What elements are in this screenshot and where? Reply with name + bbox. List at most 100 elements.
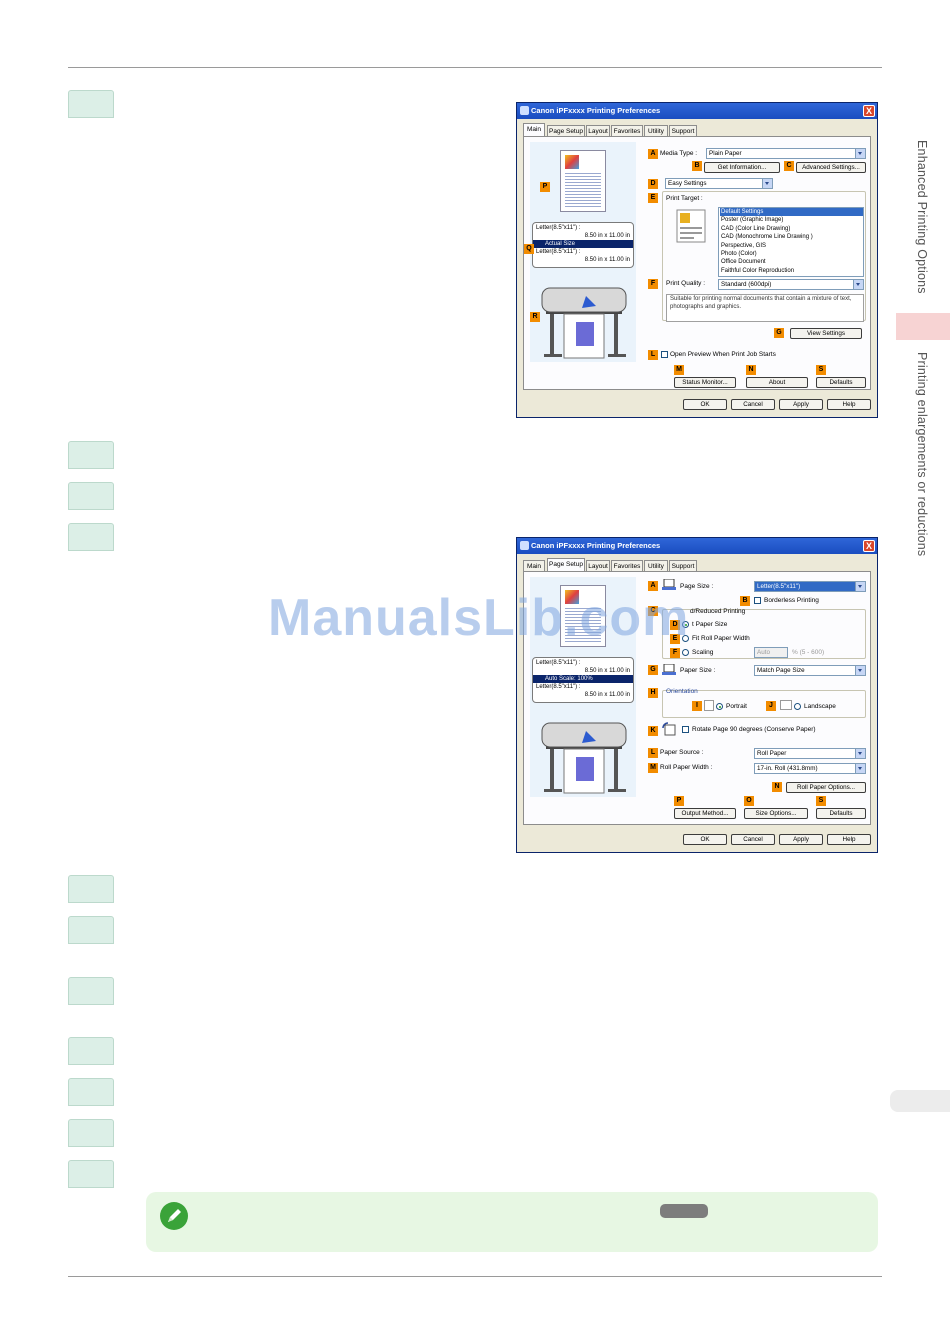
fit-roll-width-radio[interactable]: [682, 635, 689, 642]
reference-link-pill[interactable]: [660, 1204, 708, 1218]
easy-settings-select[interactable]: Easy Settings: [665, 178, 773, 189]
tab-support[interactable]: Support: [669, 560, 697, 571]
badge-f: F: [648, 279, 658, 289]
ok-button[interactable]: OK: [683, 834, 727, 845]
tab-page-setup[interactable]: Page Setup: [547, 558, 585, 571]
preview-output-dimensions: 8.50 in x 11.00 in: [584, 257, 630, 263]
size-options-button[interactable]: Size Options...: [744, 808, 808, 819]
preview-page-dimensions: 8.50 in x 11.00 in: [584, 233, 630, 239]
portrait-radio[interactable]: [716, 703, 723, 710]
view-settings-button[interactable]: View Settings: [790, 328, 862, 339]
rotate-page-checkbox[interactable]: [682, 726, 689, 733]
defaults-button[interactable]: Defaults: [816, 377, 866, 388]
close-button[interactable]: X: [863, 105, 875, 117]
print-target-option[interactable]: Photo (Color): [721, 251, 757, 258]
tab-page-setup[interactable]: Page Setup: [547, 125, 585, 136]
page-size-select[interactable]: Letter(8.5"x11"): [754, 581, 866, 592]
print-target-list[interactable]: Default Settings Poster (Graphic Image) …: [718, 207, 864, 277]
badge-c: C: [648, 606, 658, 616]
tab-layout[interactable]: Layout: [586, 125, 610, 136]
print-target-document-icon: [676, 209, 706, 243]
landscape-radio[interactable]: [794, 703, 801, 710]
apply-button[interactable]: Apply: [779, 399, 823, 410]
badge-e: E: [648, 193, 658, 203]
roll-paper-options-button[interactable]: Roll Paper Options...: [786, 782, 866, 793]
paper-size-select[interactable]: Match Page Size: [754, 665, 866, 676]
badge-b: B: [692, 161, 702, 171]
print-target-option[interactable]: Perspective, GIS: [721, 242, 767, 249]
tab-support[interactable]: Support: [669, 125, 697, 136]
sidebar-section-title: Enhanced Printing Options: [915, 140, 929, 294]
page-thumbnail: [560, 150, 606, 212]
orientation-group: [662, 690, 866, 718]
badge-q: Q: [524, 244, 534, 254]
close-button[interactable]: X: [863, 540, 875, 552]
badge-p: P: [540, 182, 550, 192]
printer-illustration-icon: [541, 722, 627, 794]
print-target-option[interactable]: Default Settings: [720, 208, 863, 217]
open-preview-label: Open Preview When Print Job Starts: [670, 351, 776, 358]
badge-d: D: [648, 179, 658, 189]
step-marker: [68, 916, 114, 944]
badge-j: J: [766, 701, 776, 711]
cancel-button[interactable]: Cancel: [731, 834, 775, 845]
print-target-description: Suitable for printing normal documents t…: [666, 294, 864, 322]
badge-g: G: [774, 328, 784, 338]
step-marker: [68, 90, 114, 118]
borderless-printing-checkbox[interactable]: [754, 597, 761, 604]
tab-utility[interactable]: Utility: [644, 125, 668, 136]
tab-favorites[interactable]: Favorites: [611, 560, 643, 571]
scaling-input[interactable]: Auto: [754, 647, 788, 658]
status-monitor-button[interactable]: Status Monitor...: [674, 377, 736, 388]
header-rule: [68, 67, 882, 68]
print-target-option[interactable]: CAD (Monochrome Line Drawing ): [721, 234, 813, 241]
help-button[interactable]: Help: [827, 399, 871, 410]
landscape-icon: [780, 700, 792, 710]
preview-page-size: Letter(8.5"x11") :: [536, 660, 581, 666]
print-target-option[interactable]: Poster (Graphic Image): [721, 217, 784, 224]
scaling-label: Scaling: [692, 649, 714, 656]
get-information-button[interactable]: Get Information...: [704, 162, 780, 173]
step-marker: [68, 1037, 114, 1065]
help-button[interactable]: Help: [827, 834, 871, 845]
preview-scale: Actual Size: [533, 240, 633, 248]
defaults-button[interactable]: Defaults: [816, 808, 866, 819]
badge-i: I: [692, 701, 702, 711]
chevron-down-icon: [762, 179, 772, 188]
print-target-option[interactable]: Office Document: [721, 259, 766, 266]
sidebar-tab[interactable]: [890, 1090, 950, 1112]
tab-utility[interactable]: Utility: [644, 560, 668, 571]
paper-source-select[interactable]: Roll Paper: [754, 748, 866, 759]
output-method-button[interactable]: Output Method...: [674, 808, 736, 819]
step-marker: [68, 1078, 114, 1106]
paper-size-info: Letter(8.5"x11") : 8.50 in x 11.00 in Ac…: [532, 222, 634, 268]
roll-width-select[interactable]: 17-in. Roll (431.8mm): [754, 763, 866, 774]
cancel-button[interactable]: Cancel: [731, 399, 775, 410]
step-marker: [68, 875, 114, 903]
tab-main[interactable]: Main: [523, 123, 545, 136]
print-target-option[interactable]: CAD (Color Line Drawing): [721, 225, 791, 232]
dialog-titlebar: Canon iPFxxxx Printing Preferences X: [517, 538, 877, 554]
ok-button[interactable]: OK: [683, 399, 727, 410]
tab-layout[interactable]: Layout: [586, 560, 610, 571]
apply-button[interactable]: Apply: [779, 834, 823, 845]
enlarged-reduced-label: d/Reduced Printing: [690, 608, 746, 615]
print-target-option[interactable]: Faithful Color Reproduction: [721, 267, 795, 274]
badge-b: B: [740, 596, 750, 606]
open-preview-checkbox[interactable]: [661, 351, 668, 358]
tab-favorites[interactable]: Favorites: [611, 125, 643, 136]
printer-illustration-icon: [541, 287, 627, 359]
about-button[interactable]: About: [746, 377, 808, 388]
scaling-value: Auto: [757, 649, 770, 656]
print-quality-select[interactable]: Standard (600dpi): [718, 279, 864, 290]
rotate-page-label: Rotate Page 90 degrees (Conserve Paper): [692, 726, 816, 733]
scaling-radio[interactable]: [682, 649, 689, 656]
rotate-page-icon: [662, 722, 676, 736]
fit-paper-size-radio[interactable]: [682, 621, 689, 628]
media-type-select[interactable]: Plain Paper: [706, 148, 866, 159]
page-thumbnail: [560, 585, 606, 647]
advanced-settings-button[interactable]: Advanced Settings...: [796, 162, 866, 173]
tab-main[interactable]: Main: [523, 560, 545, 571]
preview-page-dimensions: 8.50 in x 11.00 in: [584, 668, 630, 674]
scaling-range-label: % (5 - 600): [792, 649, 825, 656]
